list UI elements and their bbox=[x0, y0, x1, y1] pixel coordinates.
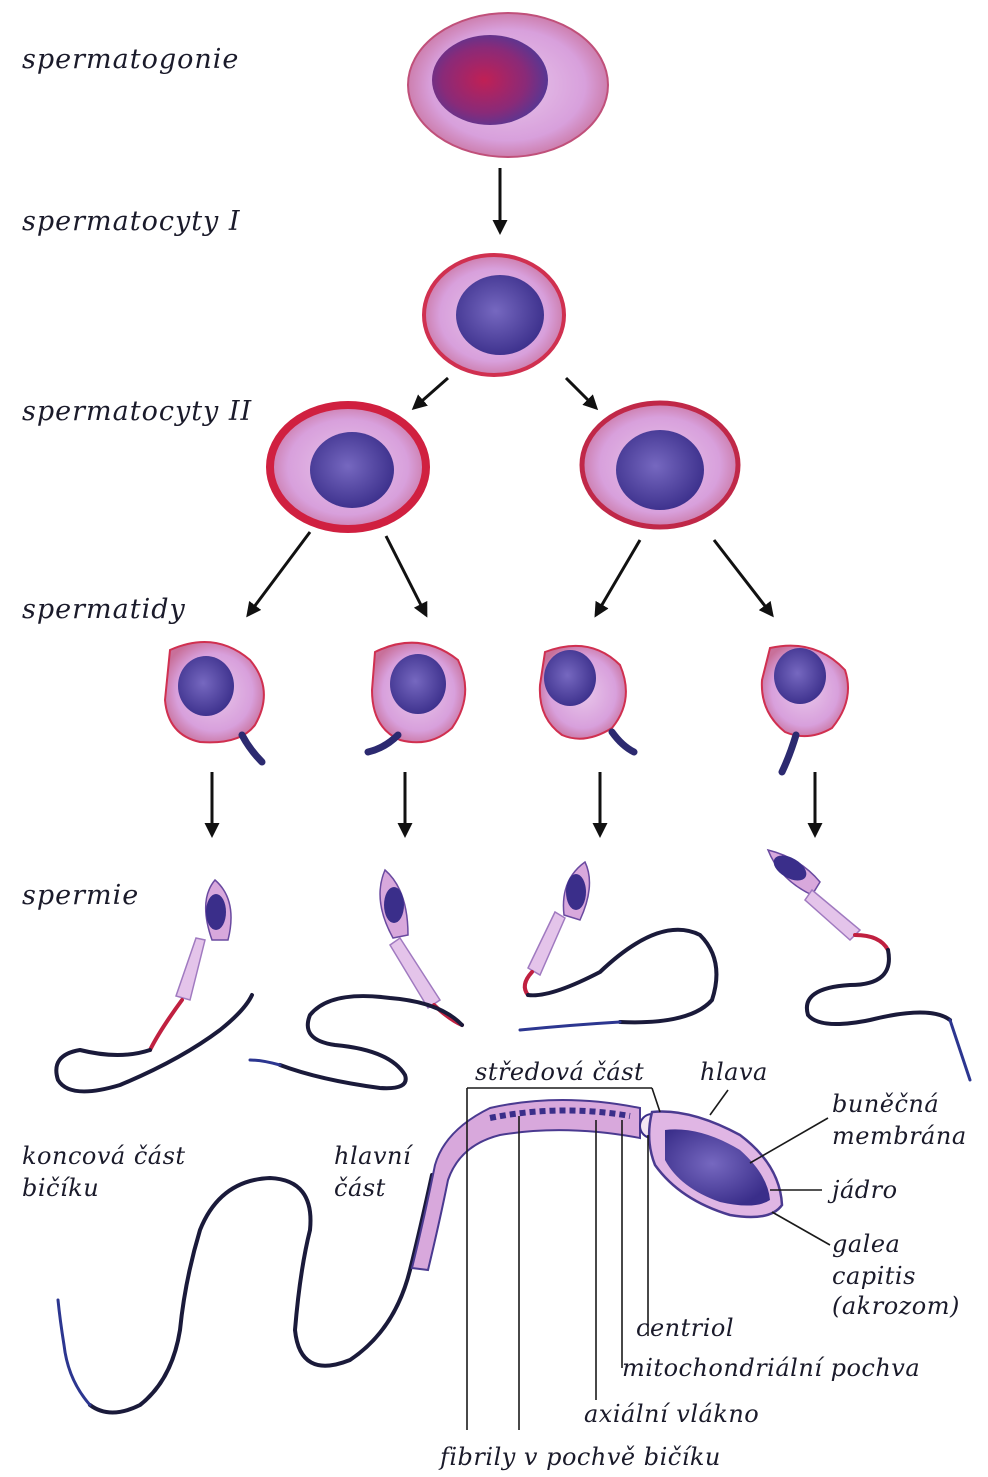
label-axialni-vlakno: axiální vlákno bbox=[584, 1400, 759, 1428]
label-jadro: jádro bbox=[827, 1176, 898, 1204]
label-galea-capitis: (akrozom) bbox=[832, 1292, 960, 1320]
label-galea-capitis: capitis bbox=[832, 1262, 916, 1290]
arrow-3b bbox=[386, 536, 426, 615]
spermatocyte-1-cell bbox=[424, 255, 564, 375]
label-stredova-cast: středová část bbox=[475, 1058, 644, 1086]
stage-label-spermatogonie: spermatogonie bbox=[22, 44, 239, 75]
arrow-2a bbox=[414, 378, 448, 408]
spermatogonium-cell bbox=[408, 13, 608, 157]
stage-label-spermatocyty-1: spermatocyty I bbox=[22, 206, 241, 237]
spermatid-cell bbox=[540, 646, 634, 752]
label-bunecna-membrana: membrána bbox=[832, 1122, 967, 1150]
spermatozoon bbox=[768, 850, 970, 1080]
label-hlavni-cast: hlavní bbox=[334, 1142, 414, 1170]
arrow-3c bbox=[596, 540, 640, 615]
label-galea-capitis: galea bbox=[832, 1230, 900, 1258]
label-koncova-cast: bičíku bbox=[22, 1174, 99, 1202]
leader-hlava bbox=[710, 1090, 728, 1115]
label-koncova-cast: koncová část bbox=[22, 1142, 186, 1170]
spermatid-cell bbox=[165, 642, 264, 762]
label-fibrily: fibrily v pochvě bičíku bbox=[438, 1443, 721, 1471]
arrow-3d bbox=[714, 540, 772, 615]
label-bunecna-membrana: buněčná bbox=[832, 1090, 939, 1118]
arrow-3a bbox=[248, 532, 310, 615]
spermatozoon bbox=[520, 862, 716, 1030]
spermatid-cell bbox=[368, 643, 465, 752]
stage-label-spermatidy: spermatidy bbox=[22, 594, 186, 625]
spermatocyte-2-cell bbox=[270, 405, 426, 529]
spermatozoon bbox=[250, 870, 462, 1088]
leader-membrana bbox=[750, 1118, 828, 1163]
label-hlava: hlava bbox=[700, 1058, 768, 1086]
arrow-2b bbox=[566, 378, 596, 408]
leader-galea bbox=[772, 1212, 830, 1245]
label-mitochondrialni-pochva: mitochondriální pochva bbox=[622, 1354, 920, 1382]
leader-stredova bbox=[652, 1088, 660, 1112]
spermatozoon bbox=[56, 880, 252, 1091]
stage-label-spermatocyty-2: spermatocyty II bbox=[22, 396, 253, 427]
label-centriol: centriol bbox=[636, 1314, 734, 1342]
label-hlavni-cast: část bbox=[334, 1174, 386, 1202]
spermatid-cell bbox=[762, 646, 848, 772]
spermatocyte-2-cell bbox=[582, 403, 738, 527]
stage-label-spermie: spermie bbox=[22, 880, 139, 911]
